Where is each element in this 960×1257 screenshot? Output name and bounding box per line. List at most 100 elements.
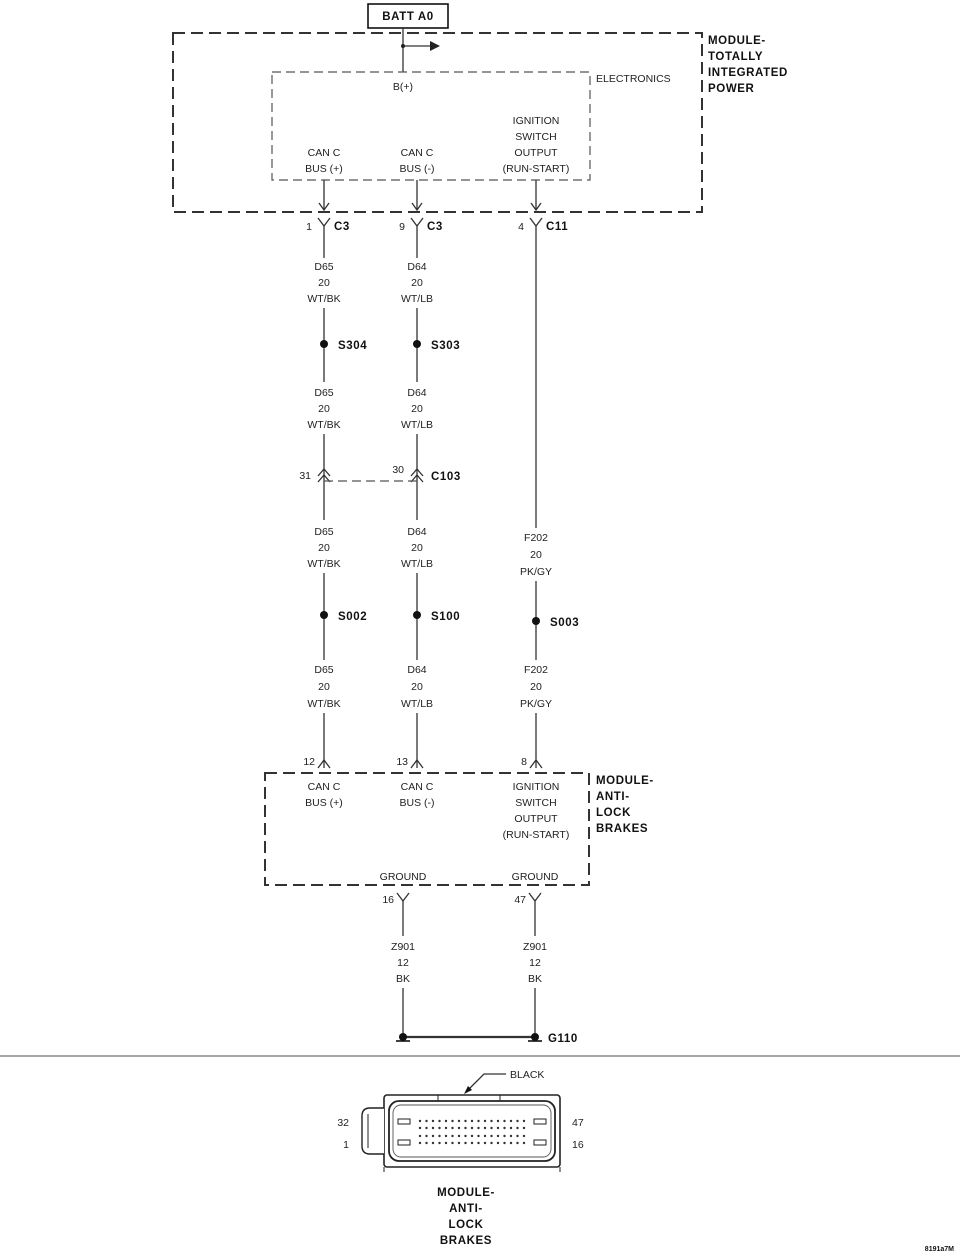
tipm-module-line-4: POWER (708, 83, 755, 95)
connector-face-inner (392, 1104, 552, 1158)
d64-seg1-gauge: 20 (411, 277, 423, 289)
connector-pin-dot (431, 1134, 435, 1138)
connector-pin-dot (509, 1126, 513, 1130)
connector-pin-dot (477, 1119, 480, 1123)
z901-left-color: BK (396, 973, 410, 985)
connector-pin-dot (516, 1141, 519, 1145)
arrow-down-icon (318, 202, 330, 212)
connector-pin-dot (425, 1126, 428, 1130)
d64-seg3-color: WT/LB (401, 558, 433, 570)
connector-pin-dot (451, 1141, 454, 1145)
d65-seg4-circuit: D65 (314, 664, 333, 676)
connector-module-line-3: LOCK (449, 1219, 484, 1231)
connector-pin-dot (503, 1141, 506, 1145)
connector-symbol-icon (410, 217, 424, 228)
abs-ground-pin-16: 16 (382, 894, 394, 906)
figure-id: 8191a7M (925, 1246, 954, 1253)
electronics-label: ELECTRONICS (596, 73, 671, 85)
d64-seg2-color: WT/LB (401, 419, 433, 431)
connector-pin-dot (496, 1141, 500, 1145)
d64-seg4-gauge: 20 (411, 681, 423, 693)
f202-seg2-color: PK/GY (520, 698, 552, 710)
connector-pin-dot (431, 1126, 435, 1130)
tipm-pin-ign-line-2: SWITCH (515, 131, 556, 143)
connector-symbol-icon (410, 758, 424, 769)
connector-pin-dot (464, 1119, 467, 1123)
connector-module-line-1: MODULE- (437, 1187, 495, 1199)
connector-pin-dot (457, 1126, 461, 1130)
connector-color-label: BLACK (510, 1069, 544, 1081)
abs-can-plus-line-2: BUS (+) (305, 797, 343, 809)
tipm-pin-ign-line-4: (RUN-START) (503, 163, 570, 175)
connector-pin-dot (431, 1119, 435, 1123)
d65-seg2-circuit: D65 (314, 387, 333, 399)
batt-box (367, 3, 449, 29)
f202-seg2-circuit: F202 (524, 664, 548, 676)
connector-pin-dot (483, 1141, 487, 1145)
connector-module-line-2: ANTI- (449, 1203, 483, 1215)
connector-pin-dot (483, 1119, 487, 1123)
connector-pin-dot (490, 1141, 493, 1145)
connector-pin-dot (470, 1141, 474, 1145)
connector-pin-dot (438, 1141, 441, 1145)
d64-seg3-circuit: D64 (407, 526, 426, 538)
tipm-pin-can-plus-line-2: BUS (+) (305, 163, 343, 175)
connector-pin-dot (418, 1119, 422, 1123)
d65-seg4-gauge: 20 (318, 681, 330, 693)
connector-pin-dot (477, 1126, 480, 1130)
connector-pin-dot (477, 1134, 480, 1138)
c103-pin-left: 31 (299, 470, 311, 482)
connector-pin-dot (438, 1126, 441, 1130)
z901-right-gauge: 12 (529, 957, 541, 969)
connector-pin-dot (496, 1126, 500, 1130)
connector-pin-dot (490, 1119, 493, 1123)
connector-pin-dot (477, 1141, 480, 1145)
connector-pin-1: 1 (343, 1139, 349, 1151)
connector-pin-47: 47 (572, 1117, 584, 1129)
large-pin-slot (533, 1118, 547, 1125)
connector-pin-16: 16 (572, 1139, 584, 1151)
connector-pin-dot (418, 1126, 422, 1130)
connector-latch (361, 1107, 384, 1155)
abs-ign-line-3: OUTPUT (514, 813, 558, 825)
tipm-module-line-1: MODULE- (708, 35, 766, 47)
connector-pin-dot (457, 1134, 461, 1138)
d64-seg1-color: WT/LB (401, 293, 433, 305)
connector-pin-dot (418, 1141, 422, 1145)
connector-symbol-icon (528, 892, 542, 903)
f202-seg1-gauge: 20 (530, 549, 542, 561)
tipm-module-line-3: INTEGRATED (708, 67, 788, 79)
connector-pin-dot (503, 1126, 506, 1130)
abs-can-minus-line-1: CAN C (401, 781, 434, 793)
arrow-down-icon (411, 202, 423, 212)
splice-s304: S304 (338, 340, 367, 352)
connector-pin-dot (431, 1141, 435, 1145)
abs-ground-label-left: GROUND (380, 871, 427, 883)
abs-pin-13: 13 (396, 756, 408, 768)
connector-face (388, 1100, 556, 1162)
connector-pin-dot (438, 1119, 441, 1123)
splice-dot (413, 340, 421, 348)
connector-pin-dot (509, 1134, 513, 1138)
connector-pin-dot (464, 1134, 467, 1138)
d65-seg1-color: WT/BK (307, 293, 340, 305)
connector-pin-dot (522, 1141, 526, 1145)
abs-ground-label-right: GROUND (512, 871, 559, 883)
d64-seg3-gauge: 20 (411, 542, 423, 554)
tipm-conn-2-name: C3 (427, 221, 443, 233)
splice-s100: S100 (431, 611, 460, 623)
connector-symbol-icon (317, 474, 331, 483)
connector-pin-dot (425, 1119, 428, 1123)
tipm-pin-can-minus-line-2: BUS (-) (400, 163, 435, 175)
splice-dot (532, 617, 540, 625)
tipm-module-box (172, 32, 703, 213)
abs-pin-8: 8 (521, 756, 527, 768)
ground-g110: G110 (548, 1033, 578, 1045)
abs-module-line-4: BRAKES (596, 823, 648, 835)
tipm-pin-ign-line-3: OUTPUT (514, 147, 558, 159)
d64-seg4-color: WT/LB (401, 698, 433, 710)
tipm-pin-can-plus-line-1: CAN C (308, 147, 341, 159)
bplus-label: B(+) (393, 81, 413, 93)
z901-left-circuit: Z901 (391, 941, 415, 953)
